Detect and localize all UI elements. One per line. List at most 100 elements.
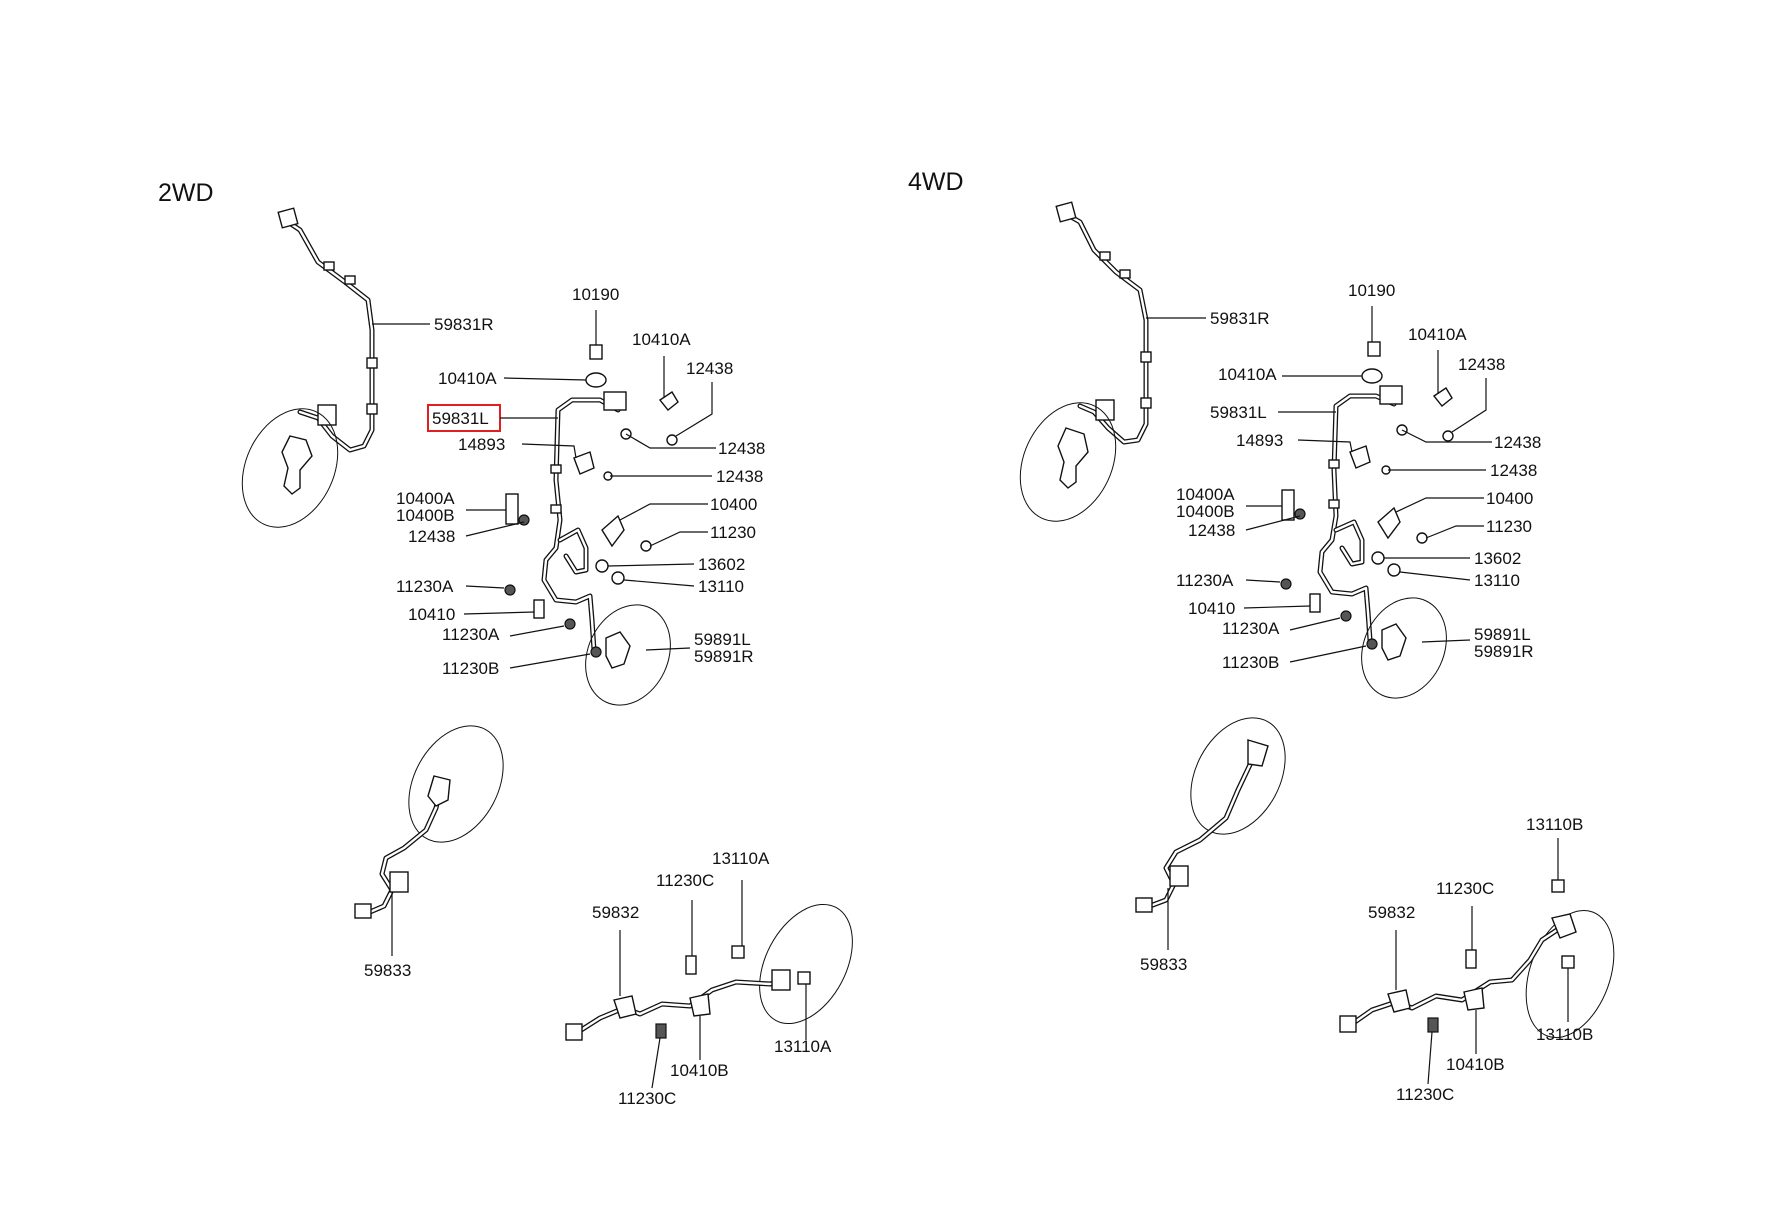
bolt-11230 — [1416, 532, 1428, 544]
grommet — [344, 275, 356, 285]
label-10410A: 10410A — [1218, 365, 1277, 384]
label-10410B: 10410B — [670, 1061, 729, 1080]
bolt-11230A — [1340, 610, 1352, 622]
clip — [613, 995, 637, 1019]
nut-13110 — [611, 571, 625, 585]
clip-10410 — [1309, 593, 1321, 613]
label-13110: 13110 — [698, 577, 744, 596]
connector-plug — [1135, 897, 1153, 913]
label-12438: 12438 — [1494, 433, 1541, 452]
label-11230C: 11230C — [656, 871, 714, 890]
label-11230C: 11230C — [618, 1089, 676, 1108]
grommet — [1099, 251, 1111, 261]
label-10410A: 10410A — [438, 369, 497, 388]
grommet — [1328, 499, 1340, 509]
label-59891R: 59891R — [694, 647, 754, 666]
label-10400: 10400 — [710, 495, 757, 514]
wheel-hub-outline — [1019, 402, 1117, 522]
bolt-12438 — [666, 434, 678, 446]
bolt-11230C — [1465, 949, 1477, 969]
grommet — [1140, 397, 1152, 409]
label-10400B: 10400B — [1176, 502, 1235, 521]
bolt-11230A — [564, 618, 576, 630]
bolt-11230 — [640, 540, 652, 552]
grommet — [323, 261, 335, 271]
label-59832: 59832 — [1368, 903, 1415, 922]
nut-13110A — [731, 945, 745, 959]
connector-plug — [603, 391, 627, 411]
panel-2wd: 2WD 59831R — [158, 179, 853, 1108]
label-12438: 12438 — [686, 359, 733, 378]
label-10400A: 10400A — [396, 489, 455, 508]
harness-59832-4wd — [1339, 879, 1615, 1039]
bolt-11230C — [685, 955, 697, 975]
clip-14893 — [1349, 445, 1371, 469]
harness-59831L — [541, 391, 671, 706]
label-11230: 11230 — [710, 523, 756, 542]
wheel-speed-sensor — [1551, 913, 1577, 939]
grommet — [550, 464, 562, 474]
label-13110A: 13110A — [774, 1037, 832, 1056]
bolt-10190 — [589, 344, 603, 360]
label-10400B: 10400B — [396, 506, 455, 525]
label-12438: 12438 — [716, 467, 763, 486]
label-12438: 12438 — [408, 527, 455, 546]
label-10410: 10410 — [1188, 599, 1235, 618]
wheel-speed-sensor — [281, 435, 313, 495]
label-12438: 12438 — [1490, 461, 1537, 480]
harness-59833 — [354, 725, 504, 919]
bolt-11230B — [1366, 638, 1378, 650]
clip-10410A — [585, 372, 607, 388]
label-10190: 10190 — [1348, 281, 1395, 300]
panel-title-2wd: 2WD — [158, 179, 214, 207]
nut-13110A — [797, 971, 811, 985]
label-11230A: 11230A — [1176, 571, 1234, 590]
grommet — [366, 357, 378, 369]
connector-plug — [1339, 1015, 1357, 1033]
wheel-hub-outline — [241, 408, 339, 528]
clip-10400 — [1377, 506, 1401, 540]
connector-plug — [277, 207, 299, 229]
label-14893: 14893 — [458, 435, 505, 454]
bracket-10400A — [1281, 489, 1295, 521]
connector-plug — [565, 1023, 583, 1041]
clip-10410B — [1463, 987, 1485, 1011]
label-13110B: 13110B — [1526, 815, 1583, 834]
harness-59831L-4wd — [1317, 385, 1447, 699]
sensor-bracket — [1095, 399, 1115, 421]
bolt-11230A — [1280, 578, 1292, 590]
label-12438: 12438 — [1458, 355, 1505, 374]
label-10410B: 10410B — [1446, 1055, 1505, 1074]
label-59891L: 59891L — [694, 630, 751, 649]
sensor-bracket — [389, 871, 409, 893]
label-13110: 13110 — [1474, 571, 1520, 590]
bracket-10400A — [505, 493, 519, 525]
clip-10410 — [533, 599, 545, 619]
label-59831R: 59831R — [434, 315, 494, 334]
harness-59831R-4wd — [1019, 201, 1152, 522]
nut-13602 — [1371, 551, 1385, 565]
label-59891R: 59891R — [1474, 642, 1534, 661]
label-10400: 10400 — [1486, 489, 1533, 508]
grommet — [550, 504, 562, 514]
wheel-speed-sensor — [1247, 739, 1269, 767]
label-59833: 59833 — [1140, 955, 1187, 974]
label-11230: 11230 — [1486, 517, 1532, 536]
wheel-speed-sensor — [605, 631, 631, 669]
wheel-hub-outline — [585, 604, 671, 706]
nut-13110B — [1551, 879, 1565, 893]
label-59832: 59832 — [592, 903, 639, 922]
label-14893: 14893 — [1236, 431, 1283, 450]
sensor-bracket — [317, 404, 337, 426]
clip-14893 — [573, 451, 595, 475]
label-11230A: 11230A — [1222, 619, 1280, 638]
bolt-11230C — [1427, 1017, 1439, 1033]
nut-13602 — [595, 559, 609, 573]
clip-10410A — [658, 391, 679, 411]
grommet — [1140, 351, 1152, 363]
harness-59832 — [565, 903, 853, 1041]
wheel-hub-outline — [1190, 717, 1286, 835]
harness-59831R — [241, 207, 378, 528]
